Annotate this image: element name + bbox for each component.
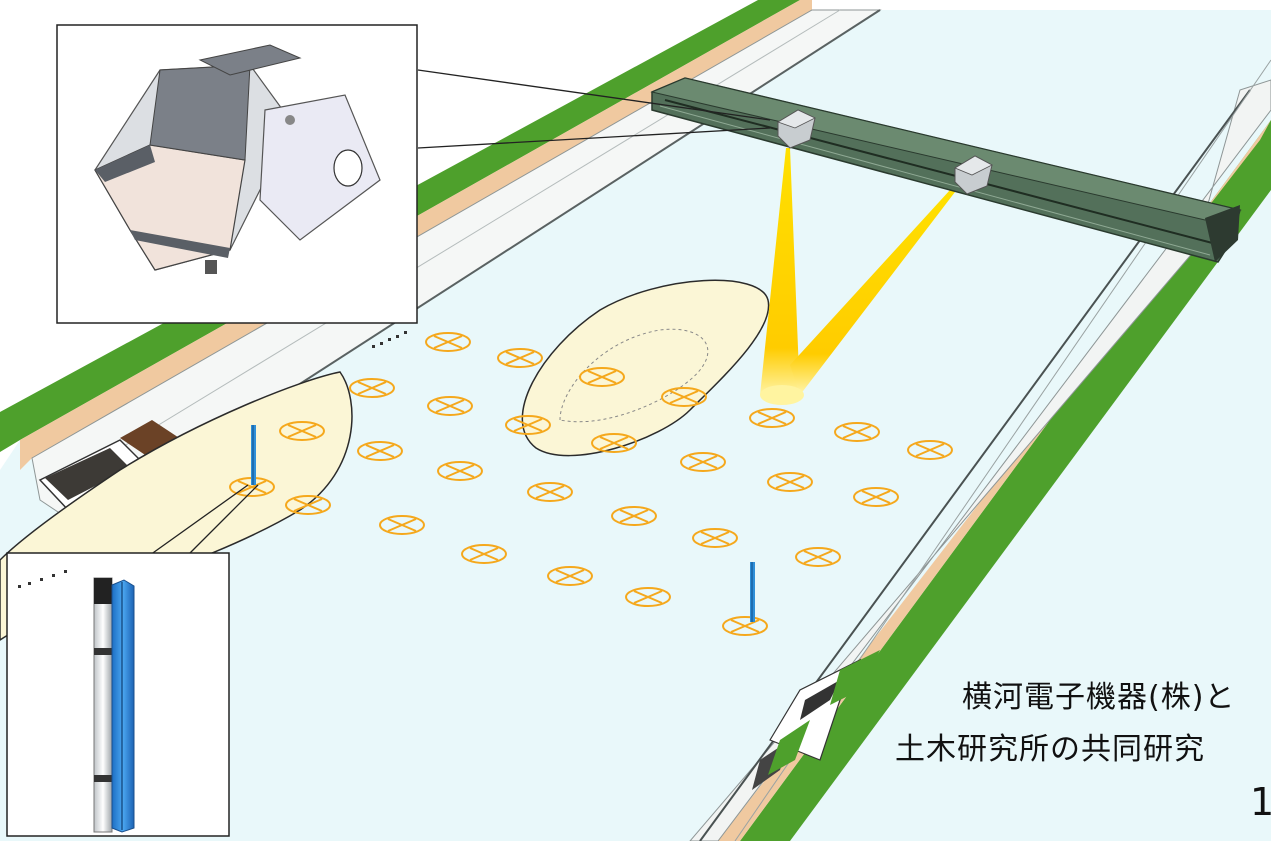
gauge-pole-1: [251, 425, 256, 485]
target-marker-group: [229, 332, 953, 636]
target-marker-icon: [285, 495, 331, 515]
sensor-beam-2: [790, 190, 955, 395]
target-marker-icon: [547, 566, 593, 586]
gauge-pole-2: [750, 562, 755, 622]
callout-line-right: [189, 484, 259, 554]
target-marker-icon: [692, 528, 738, 548]
page-number: 1: [1250, 780, 1271, 824]
target-marker-icon: [749, 408, 795, 428]
target-marker-icon: [379, 515, 425, 535]
target-marker-icon: [279, 421, 325, 441]
target-marker-icon: [795, 547, 841, 567]
target-marker-icon: [427, 396, 473, 416]
sensor-head-icon: [954, 155, 993, 195]
right-pit-green: [830, 650, 880, 705]
sensor-head-icon: [777, 109, 816, 149]
target-marker-icon: [505, 415, 551, 435]
target-marker-icon: [853, 487, 899, 507]
callout-line-top: [417, 69, 771, 121]
target-marker-icon: [625, 587, 671, 607]
sensor-housing-inset: [56, 24, 418, 324]
target-marker-icon: [834, 422, 880, 442]
target-marker-icon: [527, 482, 573, 502]
target-marker-icon: [437, 461, 483, 481]
gauge-pole-inset: [6, 552, 230, 837]
caption-line-2: 土木研究所の共同研究: [895, 732, 1205, 767]
target-marker-icon: [680, 452, 726, 472]
target-marker-icon: [461, 544, 507, 564]
right-pit-fill: [800, 680, 840, 720]
target-marker-icon: [497, 348, 543, 368]
sediment-fill-2: [45, 448, 130, 500]
callout-line-left: [149, 484, 249, 556]
sensor-beam-spot: [760, 385, 804, 405]
callout-line-bottom: [417, 127, 771, 149]
target-marker-icon: [591, 433, 637, 453]
scale-ticks: [18, 331, 407, 588]
target-marker-icon: [767, 472, 813, 492]
center-shoal: [521, 279, 770, 457]
target-marker-icon: [661, 387, 707, 407]
target-marker-icon: [907, 440, 953, 460]
caption-line-1: 横河電子機器(株)と: [962, 680, 1236, 715]
target-marker-icon: [611, 506, 657, 526]
target-marker-icon: [349, 378, 395, 398]
target-marker-icon: [425, 332, 471, 352]
target-marker-icon: [579, 367, 625, 387]
sensor-beam-1: [760, 148, 800, 398]
right-pit-green-2: [768, 720, 810, 775]
target-marker-icon: [357, 441, 403, 461]
